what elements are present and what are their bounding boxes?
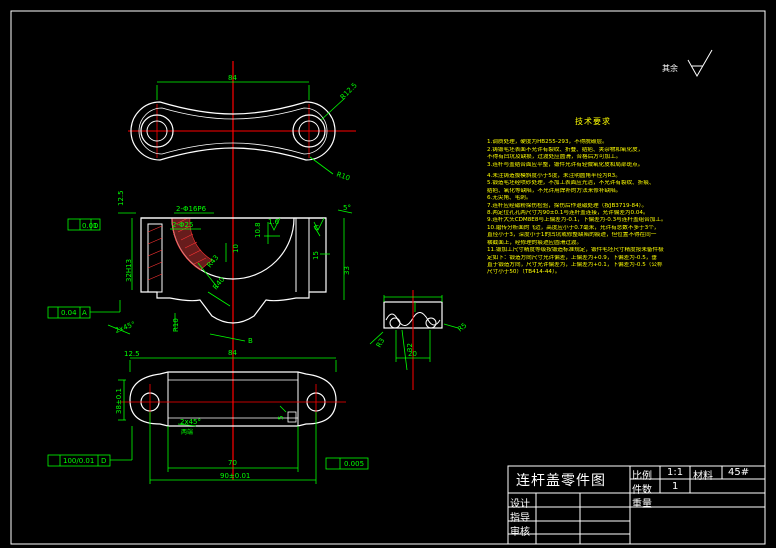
requirement-line: 尺寸小于50）（TB414-44）。 bbox=[487, 269, 561, 276]
datum-a: A bbox=[82, 309, 87, 317]
requirement-line: 5.锻造毛坯经喷砂处理，不加工表面应光洁，不允许有裂纹、折痕、 bbox=[487, 180, 655, 187]
dim-5: 5 bbox=[277, 416, 285, 420]
dim-hole-d16: 2-Φ16P6 bbox=[176, 205, 207, 213]
scale-value: 1:1 bbox=[667, 467, 684, 478]
requirement-line: 定如下：锻造方向尺寸允许偏差，上偏差为+0.9，下偏差为-0.5，垂 bbox=[487, 254, 657, 261]
surface-note: 其余 bbox=[662, 64, 678, 73]
dim-r5-right: R5 bbox=[456, 321, 468, 333]
quantity-value: 1 bbox=[672, 481, 679, 492]
dim-84-top: 84 bbox=[228, 74, 237, 82]
requirement-line: 1.调质处理，硬度为HB255-293，不得脱碳层。 bbox=[487, 139, 608, 146]
dim-chamfer-top: 2x45° bbox=[114, 320, 136, 335]
requirement-line: 9.连杆大头CDM8E8与上偏差为-0.1，下偏差为-0.3与连杆盖组合加工。 bbox=[487, 217, 667, 224]
dim-33: 33 bbox=[343, 266, 351, 275]
dim-r10-bottom: R10 bbox=[172, 318, 180, 332]
scale-label: 比例 bbox=[632, 471, 652, 482]
requirement-line: 结疤、氧化等缺陷，不允许用焊补的方法来修补缺陷。 bbox=[487, 187, 622, 194]
design-label: 设计 bbox=[510, 499, 530, 510]
surface-finish-symbol bbox=[687, 49, 713, 78]
dim-chamfer-sub: 两端 bbox=[181, 428, 193, 436]
front-view-outline bbox=[140, 217, 327, 324]
top-view-outline bbox=[130, 101, 336, 161]
weight-label: 重量 bbox=[632, 499, 652, 510]
requirement-line: 7.连杆应经磁粉探伤检验，探伤后作退磁处理（按JB3719-84）。 bbox=[487, 202, 648, 209]
roughness-mark-1 bbox=[269, 217, 281, 231]
dim-10: 10 bbox=[232, 244, 240, 253]
top-view bbox=[128, 61, 356, 480]
tech-requirements: 技术要求 1.调质处理，硬度为HB255-293，不得脱碳层。2.铸锻毛坯表面不… bbox=[487, 117, 719, 277]
dim-r12-5: R12.5 bbox=[339, 81, 359, 101]
tol-par-value: 100/0.01 bbox=[63, 457, 94, 465]
material-value: 45# bbox=[728, 467, 750, 478]
title-block-lines bbox=[507, 465, 766, 545]
dim-hole-d25: 2-Φ25 bbox=[172, 221, 193, 229]
requirement-line: 不得有凹坑及缺损，过渡处应圆滑，合格后方可加工。 bbox=[487, 154, 622, 161]
side-view bbox=[369, 290, 459, 390]
tech-requirements-title: 技术要求 bbox=[575, 117, 611, 126]
requirement-line: 3.连杆与盖结合面应平整，锻件允许有轻微氧化皮和局部斑点。 bbox=[487, 161, 644, 168]
dim-chamfer-bottom: 2x45° bbox=[180, 418, 201, 426]
material-label: 材料 bbox=[693, 471, 713, 482]
dim-12-5-b: 12.5 bbox=[124, 350, 140, 358]
roughness-1-6: 1.6 bbox=[268, 218, 280, 226]
tol-flat-value: 0.01 bbox=[82, 222, 98, 230]
review-label: 审核 bbox=[510, 527, 530, 538]
dim-r10: R10 bbox=[335, 170, 351, 182]
tol-perp-value: 0.04 bbox=[61, 309, 77, 317]
drawing-border bbox=[10, 10, 766, 545]
parallelism-frame bbox=[47, 454, 111, 467]
requirement-line: 直于锻造方向，尺寸允许偏差为，上偏差为+0.1，下偏差为-0.5（公称 bbox=[487, 261, 663, 268]
tol-pos-value: 0.005 bbox=[344, 460, 364, 468]
dim-70: 70 bbox=[228, 459, 237, 467]
quantity-label: 件数 bbox=[632, 485, 652, 496]
tech-requirements-list: 1.调质处理，硬度为HB255-293，不得脱碳层。2.铸锻毛坯表面不允许有裂纹… bbox=[487, 139, 719, 276]
label-c: C bbox=[314, 224, 319, 232]
dim-15: 15 bbox=[312, 251, 320, 260]
dim-12-5: 12.5 bbox=[117, 190, 125, 206]
drawing-title: 连杆盖零件图 bbox=[516, 473, 606, 489]
requirement-line: 4.未注铸造拔模斜度小于5度，未注明圆角半径为R3。 bbox=[487, 173, 621, 180]
front-section-view bbox=[47, 209, 353, 342]
dim-84-bottom: 84 bbox=[228, 349, 237, 357]
position-frame bbox=[325, 457, 369, 470]
requirement-line: 6.无尖角、毛刺。 bbox=[487, 195, 532, 202]
label-b: B bbox=[248, 337, 253, 345]
dim-20: 20 bbox=[408, 350, 417, 358]
dim-90: 90±0.01 bbox=[220, 472, 250, 480]
flatness-frame bbox=[67, 218, 101, 231]
requirement-line: 11.锻加工尺寸精度等级按锻造标准规定，锻件毛坯尺寸精度按未备件极 bbox=[487, 247, 664, 254]
requirement-line: 2.铸锻毛坯表面不允许有裂纹、折叠、结疤、夹杂物和氧化皮， bbox=[487, 146, 644, 153]
requirement-line: 10.磨传分析面的飞边，高度应小于0.7毫米，允许有总数不多于3个， bbox=[487, 224, 660, 231]
dim-38: 38±0.1 bbox=[115, 388, 123, 414]
requirement-line: 8.两定位孔孔两尺寸为90±0.1与连杆盖连接，允许偏差为0.04。 bbox=[487, 210, 649, 217]
bottom-view bbox=[47, 357, 369, 484]
dim-r3-right: R3 bbox=[375, 337, 387, 349]
dim-r43: R43 bbox=[205, 254, 220, 270]
perpendicularity-frame bbox=[47, 306, 91, 319]
roughness-mark-2 bbox=[313, 217, 325, 231]
requirement-line: 横截面上，经修理的痕迹应圆滑过渡。 bbox=[487, 239, 583, 246]
dim-32: 32 bbox=[406, 343, 414, 352]
datum-d: D bbox=[93, 222, 98, 230]
datum-d2: D bbox=[101, 457, 106, 465]
requirement-line: 直径小于3，深度小于1的凹坑或修整缺陷的痕迹，但位置不得在同一 bbox=[487, 232, 657, 239]
guide-label: 指导 bbox=[510, 513, 530, 524]
dimension-labels: 84 R12.5 R10 12.5 0.01 D 2-Φ16P6 2-Φ25 1… bbox=[61, 74, 468, 480]
dim-10-8: 10.8 bbox=[254, 222, 262, 238]
dim-angle-5: 5° bbox=[343, 204, 351, 212]
dim-32h13: 32H13 bbox=[125, 259, 133, 282]
